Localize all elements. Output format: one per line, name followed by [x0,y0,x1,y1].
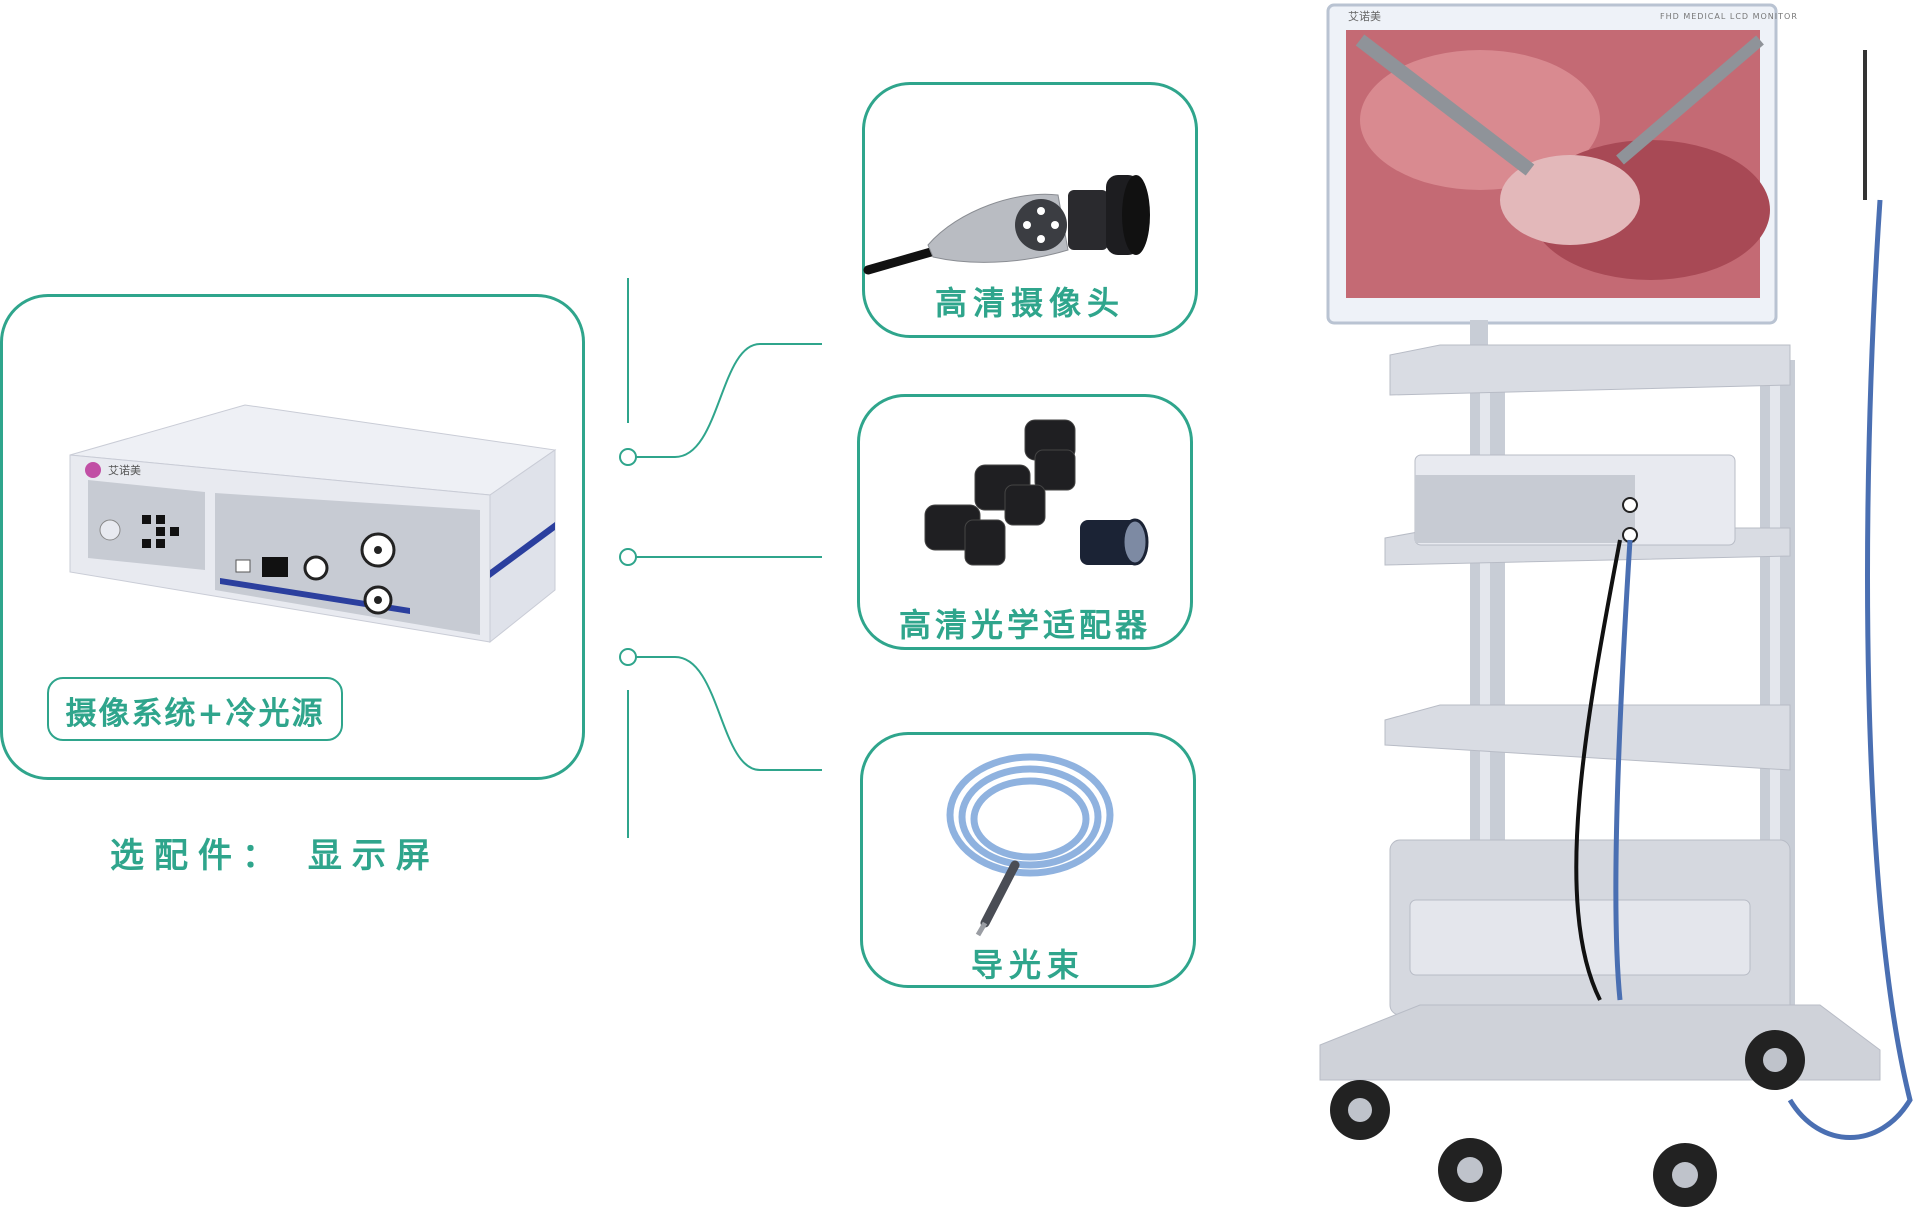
accessory-caption-camera: 高清摄像头 [934,284,1125,322]
optional-accessory-text: 选配件： 显示屏 [110,836,440,876]
monitor-brand: 艾诺美 [1348,10,1381,23]
camera-light-source-device [69,404,557,644]
camera-head-image [863,175,1150,275]
accessory-caption-adapter: 高清光学适配器 [898,606,1151,644]
connector-curves [619,343,822,771]
main-unit-caption-box [47,677,343,741]
accessory-caption-light-guide: 导光束 [970,946,1085,984]
optical-adapters-image [924,419,1149,566]
connector-vertical-bottom [627,690,629,838]
connector-vertical-top [627,278,629,423]
main-unit-caption: 摄像系统+冷光源 [65,696,325,732]
light-guide-cable-image [946,753,1114,937]
device-brand-label: 艾诺美 [108,464,141,477]
trolley-system-image [1319,3,1913,1207]
monitor-model: FHD MEDICAL LCD MONITOR [1660,12,1798,21]
